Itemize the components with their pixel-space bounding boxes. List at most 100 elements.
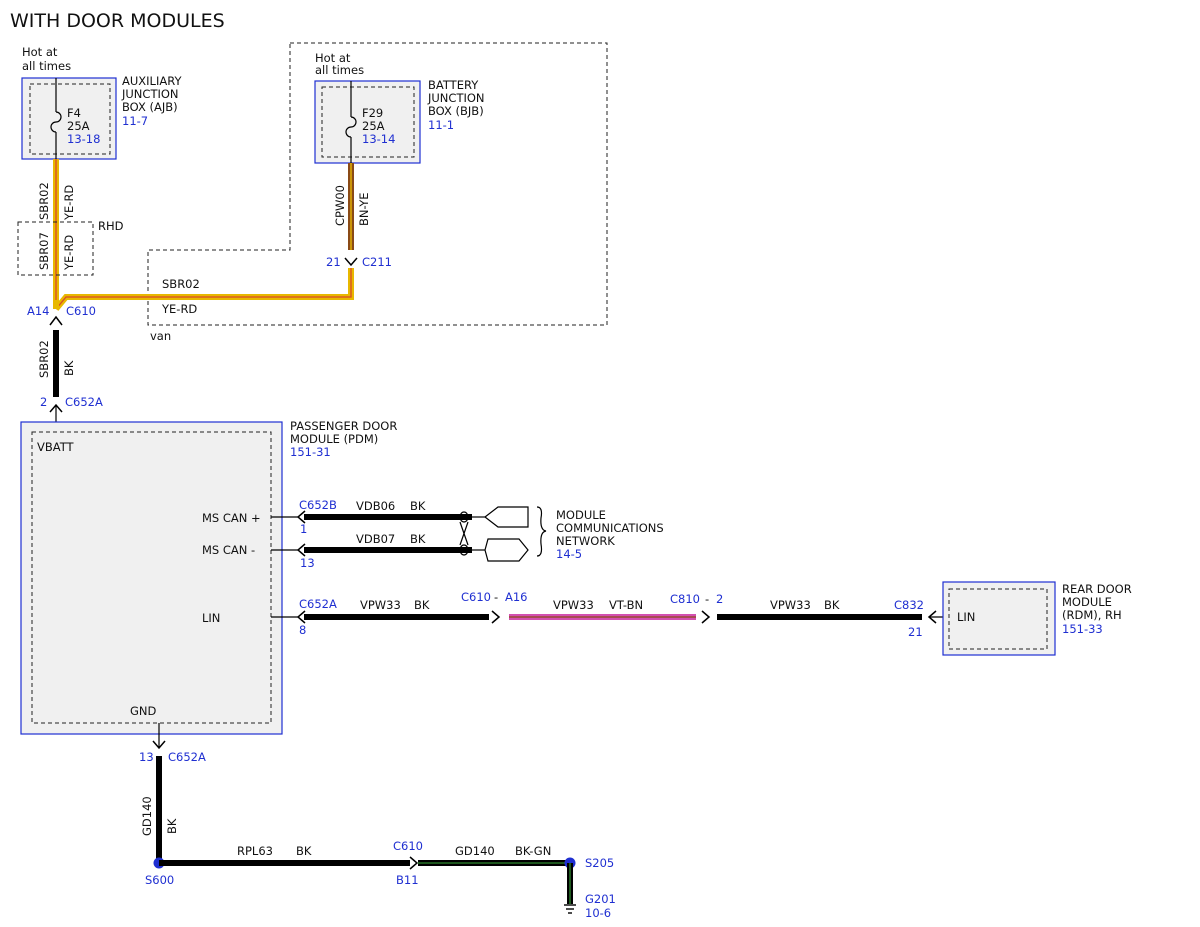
wire-van-color: YE-RD <box>161 302 197 316</box>
ground-icon <box>564 904 576 914</box>
pdm-can-minus-label: MS CAN - <box>202 543 255 557</box>
twisted-pair-icon <box>459 511 469 556</box>
c832-pin: 21 <box>908 625 923 639</box>
c610-b11-name[interactable]: C610 <box>393 839 423 853</box>
c610-b11-pin: B11 <box>396 873 419 887</box>
pdm-page-ref[interactable]: 151-31 <box>290 445 331 459</box>
ajb-hot-line-1: Hot at <box>22 45 58 59</box>
ajb-fuse-icon <box>50 111 62 133</box>
s600-label[interactable]: S600 <box>145 873 174 887</box>
c652a-gnd-pin: 13 <box>139 750 154 764</box>
bjb-name-line-2: JUNCTION <box>427 91 485 105</box>
c832-name[interactable]: C832 <box>894 598 924 612</box>
network-name-line-3: NETWORK <box>556 534 615 548</box>
c211-pin: 21 <box>326 255 341 269</box>
network-plus-connector-icon <box>484 506 529 528</box>
wire-lin1-color: BK <box>414 598 430 612</box>
c610-lin-name[interactable]: C610 <box>461 590 491 604</box>
van-label: van <box>150 329 171 343</box>
wire-gd-color: BK-GN <box>515 844 551 858</box>
ajb-box[interactable] <box>21 77 117 160</box>
c652b-pin13: 13 <box>300 556 315 570</box>
pdm-box[interactable] <box>20 421 283 735</box>
ajb-fuse-name: F4 <box>67 106 81 120</box>
c610-a14-name[interactable]: C610 <box>66 304 96 318</box>
c652b-pin13-connector-icon <box>296 543 306 557</box>
c810-connector-icon <box>701 610 711 624</box>
ajb-fuse-rating: 25A <box>67 119 90 133</box>
wire-gnd-circuit: GD140 <box>140 796 154 836</box>
pdm-inner-box <box>31 431 272 724</box>
bjb-inner-box <box>321 86 415 158</box>
c610-lin-connector-icon <box>491 610 501 624</box>
ajb-name-line-3: BOX (AJB) <box>122 100 178 114</box>
rdm-page-ref[interactable]: 151-33 <box>1062 622 1103 636</box>
c652b-name[interactable]: C652B <box>299 498 337 512</box>
wire-gd-circuit: GD140 <box>455 844 495 858</box>
bjb-fuse-icon <box>345 116 357 138</box>
wire-rhd-circuit: SBR07 <box>37 232 51 270</box>
network-page-ref[interactable]: 14-5 <box>556 547 582 561</box>
c652a-gnd-name[interactable]: C652A <box>168 750 206 764</box>
bjb-box[interactable] <box>314 80 421 164</box>
wire-rpl-circuit: RPL63 <box>237 844 273 858</box>
wire-lin3-color: BK <box>824 598 840 612</box>
bjb-fuse-ref[interactable]: 13-14 <box>362 132 395 146</box>
c211-connector-icon <box>344 257 358 267</box>
bjb-name-line-1: BATTERY <box>428 78 479 92</box>
wire-rhd-color: YE-RD <box>62 235 76 271</box>
wire-lin2-color: VT-BN <box>609 598 643 612</box>
s205-label[interactable]: S205 <box>585 856 614 870</box>
g201-label[interactable]: G201 <box>585 892 616 906</box>
wire-pdm-feed-color: BK <box>62 360 76 376</box>
wire-bjb-circuit: CPW00 <box>333 185 347 226</box>
rdm-lin-label: LIN <box>957 610 975 624</box>
rdm-inner-box <box>948 588 1048 650</box>
pdm-lin-label: LIN <box>202 611 220 625</box>
wire-bjb-color: BN-YE <box>357 192 371 226</box>
wire-lin2-circuit: VPW33 <box>553 598 594 612</box>
c652a-top-name[interactable]: C652A <box>65 395 103 409</box>
wire-can-minus-circuit: VDB07 <box>356 532 395 546</box>
ajb-page-ref[interactable]: 11-7 <box>122 114 148 128</box>
c652b-pin1: 1 <box>300 522 307 536</box>
c652a-lin-pin: 8 <box>299 623 306 637</box>
c652b-pin1-connector-icon <box>296 510 306 524</box>
network-minus-connector-icon <box>484 538 529 562</box>
rhd-label: RHD <box>98 219 124 233</box>
pdm-gnd-label: GND <box>130 704 157 718</box>
wire-van-ye-rd[interactable] <box>53 268 354 311</box>
pdm-name-line-2: MODULE (PDM) <box>290 432 378 446</box>
wire-can-plus-color: BK <box>410 499 426 513</box>
c652a-lin-name[interactable]: C652A <box>299 597 337 611</box>
pdm-can-plus-label: MS CAN + <box>202 511 261 525</box>
ajb-fuse-ref[interactable]: 13-18 <box>67 132 100 146</box>
bjb-hot-line-1: Hot at <box>315 51 351 65</box>
bjb-fuse-rating: 25A <box>362 119 385 133</box>
c810-pin: 2 <box>716 592 723 606</box>
c211-name[interactable]: C211 <box>362 255 392 269</box>
pdm-vbatt-label: VBATT <box>37 440 75 454</box>
network-name-line-1: MODULE <box>556 508 606 522</box>
bjb-page-ref[interactable]: 11-1 <box>428 118 454 132</box>
c810-dash: - <box>705 592 709 606</box>
bjb-hot-line-2: all times <box>315 63 364 77</box>
network-brace-icon <box>536 506 547 557</box>
c652a-gnd-connector-icon <box>152 740 166 750</box>
bjb-fuse-name: F29 <box>362 106 383 120</box>
c610-lin-pin: A16 <box>505 590 528 604</box>
ajb-name-line-2: JUNCTION <box>121 87 179 101</box>
c652a-lin-connector-icon <box>296 610 306 624</box>
wire-lin1-circuit: VPW33 <box>360 598 401 612</box>
c610-a14-connector-icon <box>49 315 63 326</box>
g201-page-ref[interactable]: 10-6 <box>585 906 611 920</box>
wire-pdm-feed-circuit: SBR02 <box>37 340 51 378</box>
pdm-name-line-1: PASSENGER DOOR <box>290 419 397 433</box>
van-option-region <box>147 42 608 326</box>
rdm-box[interactable] <box>942 581 1056 656</box>
rdm-name-line-1: REAR DOOR <box>1062 582 1132 596</box>
ajb-hot-line-2: all times <box>22 59 71 73</box>
wire-van-circuit: SBR02 <box>162 277 200 291</box>
ajb-name-line-1: AUXILIARY <box>122 74 182 88</box>
c810-name[interactable]: C810 <box>670 592 700 606</box>
